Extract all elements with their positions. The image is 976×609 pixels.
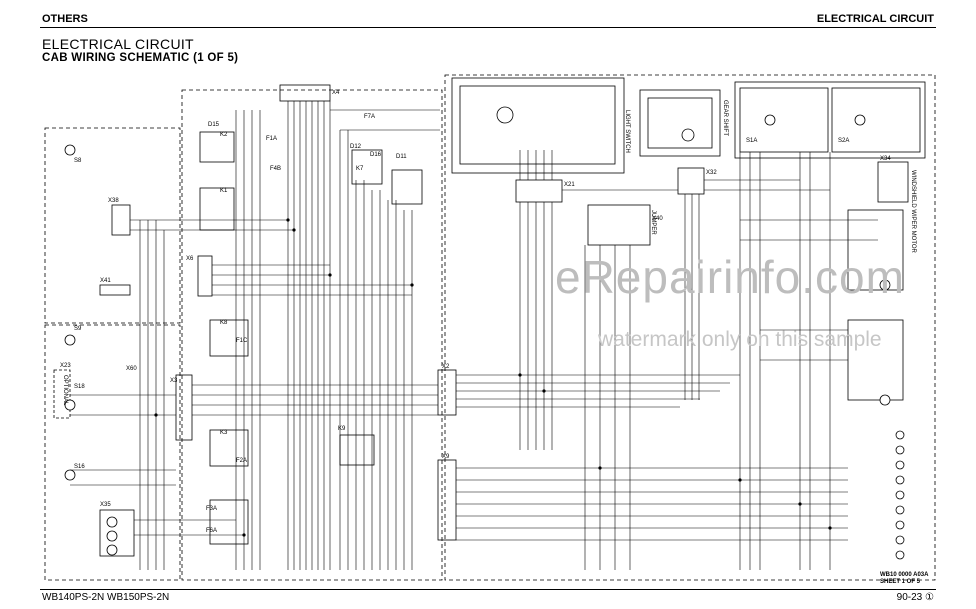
gear-shift-panel <box>639 89 721 157</box>
connector-label: X4 <box>332 90 340 96</box>
panel-label: JUMPER <box>650 210 656 235</box>
connector-x35 <box>99 509 135 557</box>
optional-box <box>53 369 71 419</box>
connector-x6 <box>197 255 213 297</box>
page-title: ELECTRICAL CIRCUIT <box>42 36 194 52</box>
zone-left-upper <box>44 127 181 324</box>
sheet-identifier: WB10 0000 A03A SHEET 1 OF 5 <box>880 572 928 586</box>
connector-label: X41 <box>100 278 111 284</box>
component-label: K9 <box>338 426 346 432</box>
component-label: F1A <box>266 136 277 142</box>
section-label: OTHERS <box>42 13 88 25</box>
connector-x34 <box>877 161 909 203</box>
component-label: K7 <box>356 166 364 172</box>
component-label: K8 <box>220 320 228 326</box>
connector-x21 <box>515 179 563 203</box>
model-numbers: WB140PS-2N WB150PS-2N <box>42 592 170 603</box>
component-label: D16 <box>370 152 382 158</box>
connector-x32 <box>677 167 705 195</box>
connector-label: X3 <box>170 378 178 384</box>
header-rule <box>40 27 936 28</box>
jumper-panel <box>587 204 651 246</box>
component-label: K3 <box>220 430 228 436</box>
component-label: D11 <box>396 154 407 160</box>
component-label: S18 <box>74 384 85 390</box>
connector-label: X2 <box>442 364 450 370</box>
connector-label: X60 <box>126 366 137 372</box>
connector-x3 <box>175 374 193 441</box>
panel-label: WINDSHIELD WIPER MOTOR <box>910 170 916 254</box>
panel-label: GEAR SHIFT <box>722 100 728 136</box>
component-label: F3A <box>206 506 217 512</box>
connector-x2 <box>437 369 457 416</box>
component-label: F2A <box>236 458 247 464</box>
component-label: F7A <box>364 114 375 120</box>
connector-x4 <box>279 84 331 102</box>
drawing-code: WB10 0000 A03A <box>880 572 929 578</box>
connector-x38 <box>111 204 131 236</box>
component-label: F4B <box>270 166 281 172</box>
switch-panel-s1a-s2a <box>734 81 926 159</box>
component-label: F6A <box>206 528 217 534</box>
component-label: S9 <box>74 326 82 332</box>
connector-label: X23 <box>60 363 71 369</box>
component-label: F1C <box>236 338 248 344</box>
component-label: S8 <box>74 158 82 164</box>
connector-label: X32 <box>706 170 717 176</box>
component-label: K2 <box>220 132 228 138</box>
connector-label: X21 <box>564 182 575 188</box>
component-label: K1 <box>220 188 228 194</box>
zone-right <box>444 74 936 581</box>
component-label: D15 <box>208 122 220 128</box>
component-label: S16 <box>74 464 85 470</box>
connector-label: X35 <box>100 502 111 508</box>
component-label: S1A <box>746 138 757 144</box>
watermark-logo-text: eRepairinfo.com <box>555 251 905 303</box>
chapter-label: ELECTRICAL CIRCUIT <box>816 13 934 25</box>
component-label: D12 <box>350 144 362 150</box>
page-subtitle: CAB WIRING SCHEMATIC (1 OF 5) <box>42 52 239 64</box>
footer-rule <box>40 589 936 590</box>
connector-label: X6 <box>186 256 194 262</box>
connector-label: X38 <box>108 198 119 204</box>
connector-x9 <box>437 459 457 541</box>
light-switch-panel <box>451 77 625 174</box>
panel-label: LIGHT SWITCH <box>624 110 630 153</box>
zone-left-lower <box>44 324 181 581</box>
page-number: 90-23 ① <box>896 592 934 603</box>
watermark-note: watermark only on this sample <box>598 328 882 351</box>
panel-label: OPTIONAL <box>62 375 68 406</box>
connector-label: X34 <box>880 156 891 162</box>
connector-label: X40 <box>652 216 663 222</box>
connector-label: X9 <box>442 454 450 460</box>
zone-center <box>181 89 443 581</box>
connector-x41 <box>99 284 131 296</box>
page-header: OTHERS ELECTRICAL CIRCUIT <box>0 0 976 28</box>
sheet-number: SHEET 1 OF 5 <box>880 579 921 585</box>
component-label: S2A <box>838 138 849 144</box>
